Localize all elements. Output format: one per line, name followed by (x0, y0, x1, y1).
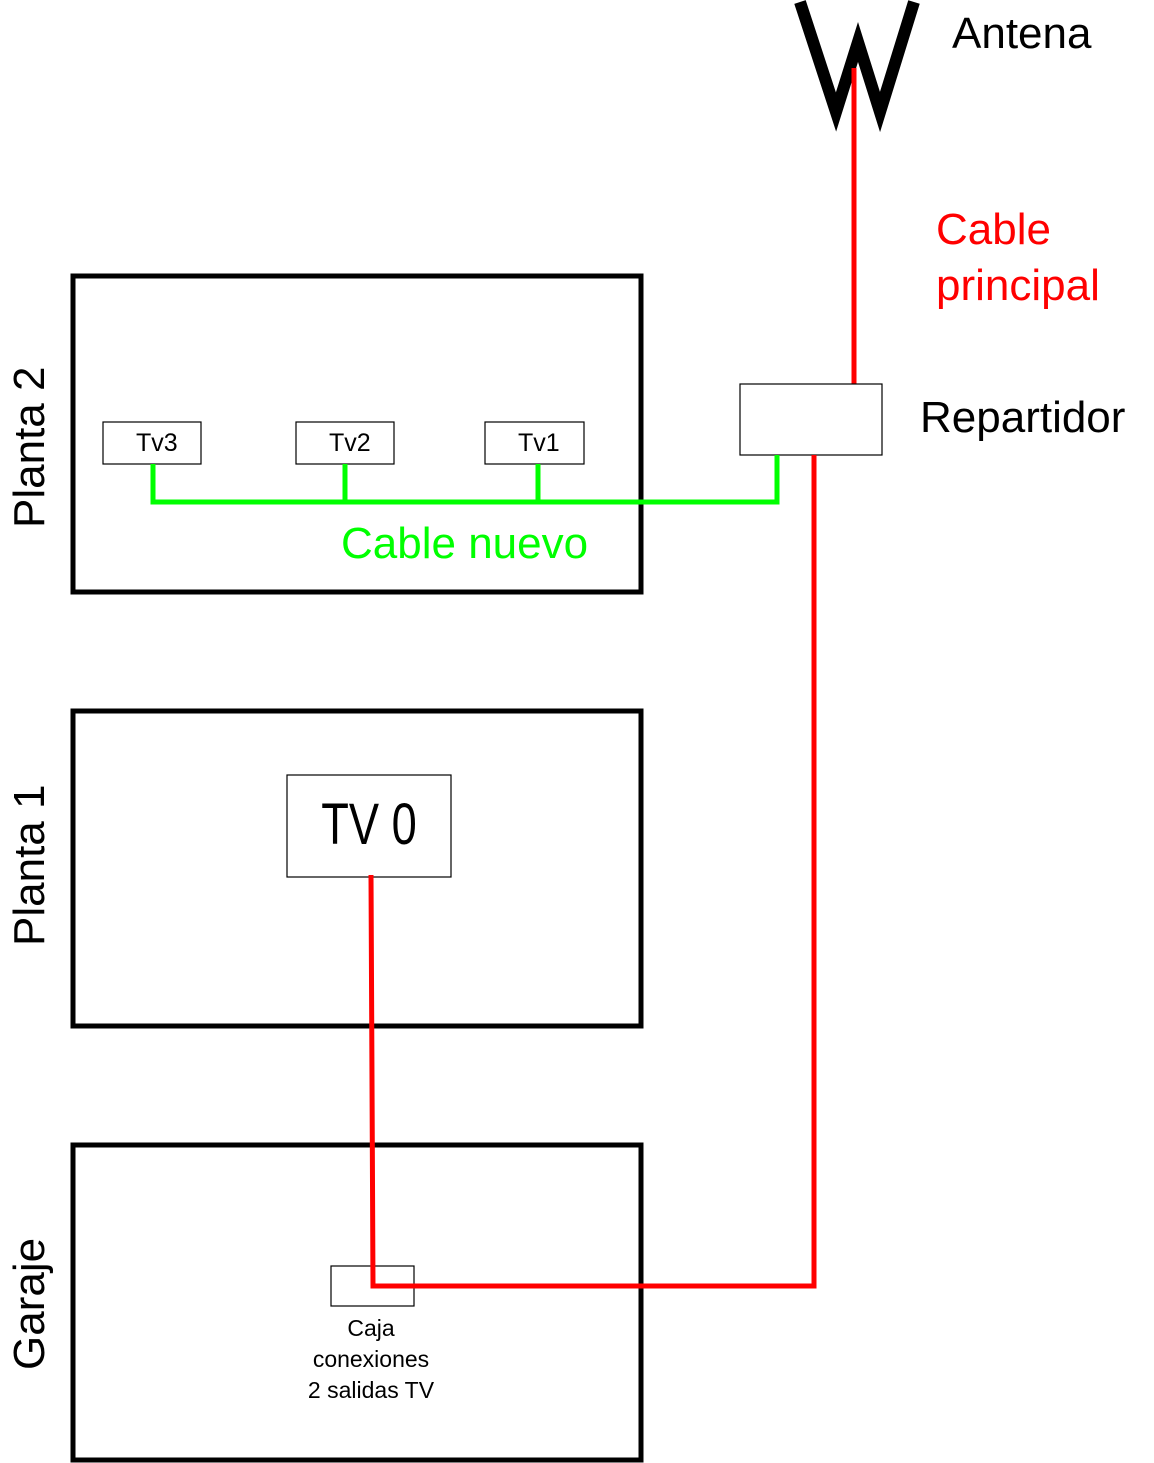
outlet-tv2 (295, 421, 395, 465)
outlet-tv0-label: TV 0 (321, 793, 417, 858)
main-cable-label-line2: principal (936, 261, 1100, 310)
floor-1-label: Planta 1 (5, 785, 54, 946)
outlet-tv2-label: Tv2 (329, 429, 371, 457)
garage-label: Garaje (5, 1238, 54, 1370)
main-cable-label-line1: Cable (936, 205, 1051, 254)
junction-box-label-line2: conexiones (313, 1346, 429, 1372)
outlet-tv3-label: Tv3 (136, 429, 178, 457)
garage-room (70, 1142, 644, 1463)
splitter-box (739, 383, 883, 456)
junction-box-label-line1: Caja (347, 1315, 395, 1341)
floor-2-room (70, 273, 644, 595)
new-cable (150, 455, 780, 505)
outlet-tv3 (102, 421, 202, 465)
main-cable-tv0-to-splitter (368, 455, 817, 1289)
antenna-label: Antena (952, 9, 1092, 58)
floor-2-label: Planta 2 (5, 367, 54, 528)
junction-box-label-line3: 2 salidas TV (308, 1377, 435, 1403)
splitter-label: Repartidor (920, 393, 1125, 442)
antenna-icon (794, 0, 920, 133)
new-cable-trunk (150, 455, 780, 505)
new-cable-label: Cable nuevo (341, 519, 588, 568)
outlet-tv1 (484, 421, 585, 465)
outlet-tv1-label: Tv1 (518, 429, 560, 457)
floor-1-room (70, 708, 644, 1029)
